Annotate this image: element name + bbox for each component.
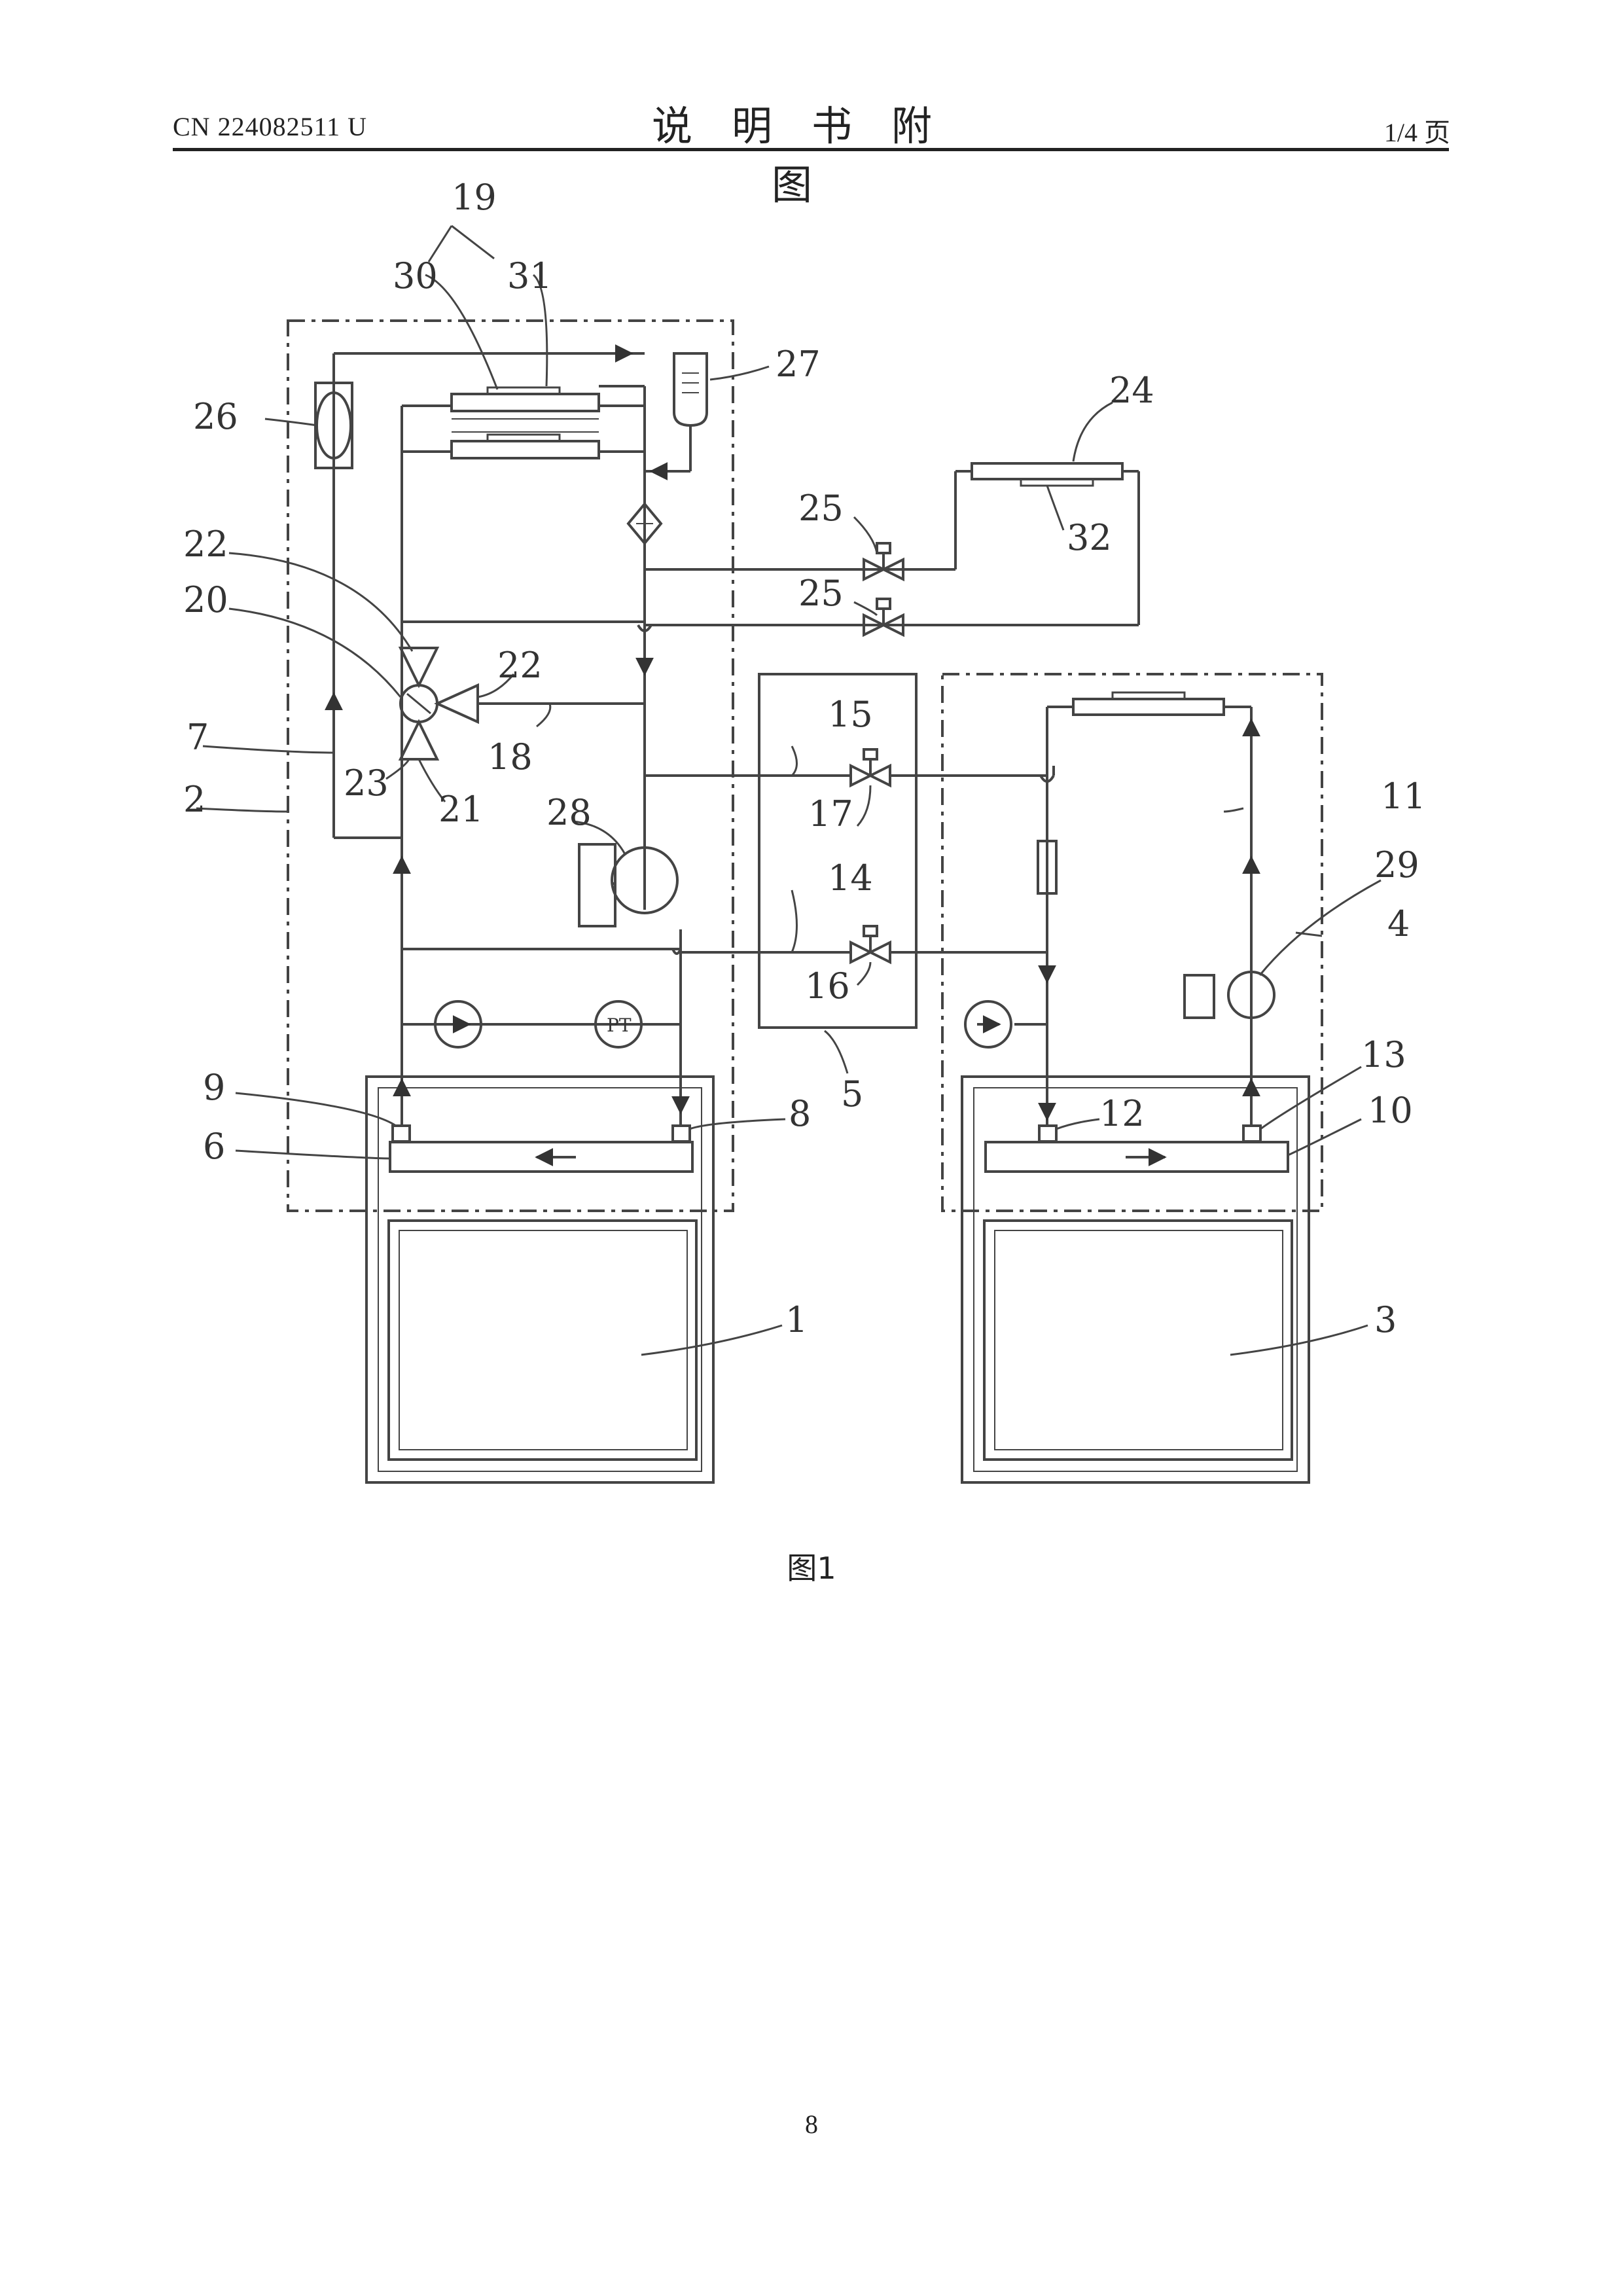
tank-3: [962, 1077, 1309, 1482]
ref-2: 2: [183, 779, 205, 820]
port-12: [1039, 1126, 1056, 1141]
three-way-valve-20: [401, 648, 478, 759]
ref-26: 26: [193, 396, 238, 437]
pump-29: [1185, 972, 1274, 1018]
ref-20: 20: [183, 579, 228, 620]
ref-7: 7: [187, 717, 209, 758]
pt-label: PT: [607, 1014, 632, 1036]
valve-25-upper: [864, 543, 903, 579]
heater-right: [1073, 692, 1224, 715]
ref-25a: 25: [798, 488, 844, 529]
ref-5: 5: [841, 1073, 863, 1115]
ref-24: 24: [1109, 370, 1154, 411]
flow-gauge-right: [965, 1001, 1011, 1047]
ref-15: 15: [828, 694, 873, 735]
ref-3: 3: [1374, 1299, 1397, 1340]
heat-exchanger-19: [452, 387, 599, 458]
ref-13: 13: [1361, 1034, 1406, 1075]
ref-9: 9: [203, 1067, 225, 1108]
figure-caption: 图1: [746, 1545, 877, 1588]
ref-4: 4: [1387, 903, 1410, 944]
ref-27: 27: [776, 344, 821, 385]
ref-30: 30: [393, 255, 438, 296]
ref-11: 11: [1381, 776, 1426, 817]
ref-23: 23: [344, 762, 389, 804]
heater-24: [972, 463, 1122, 486]
ref-19: 19: [452, 177, 497, 218]
ref-10: 10: [1368, 1090, 1413, 1131]
ref-8: 8: [789, 1093, 811, 1134]
page-number: 8: [746, 2109, 877, 2140]
ref-22b: 22: [497, 645, 543, 686]
port-8: [673, 1126, 690, 1141]
ref-32: 32: [1067, 517, 1112, 558]
valve-25-lower: [864, 599, 903, 635]
ref-22a: 22: [183, 524, 228, 565]
ref-21: 21: [438, 789, 484, 830]
ref-28: 28: [546, 792, 592, 833]
ref-17: 17: [808, 793, 853, 834]
ref-29: 29: [1374, 844, 1419, 886]
ref-25b: 25: [798, 573, 844, 614]
port-9: [393, 1126, 410, 1141]
ref-1: 1: [785, 1299, 808, 1340]
ref-31: 31: [507, 255, 552, 296]
ref-6: 6: [203, 1126, 225, 1167]
port-13: [1243, 1126, 1260, 1141]
valve-17: [851, 749, 890, 785]
pump-28: [579, 844, 677, 926]
tank-1: [366, 1077, 713, 1482]
ref-18: 18: [488, 736, 533, 778]
valve-16: [851, 926, 890, 962]
expansion-tank-27: [674, 353, 707, 425]
ref-14: 14: [828, 857, 873, 899]
ref-12: 12: [1099, 1093, 1145, 1134]
ref-16: 16: [805, 965, 850, 1007]
